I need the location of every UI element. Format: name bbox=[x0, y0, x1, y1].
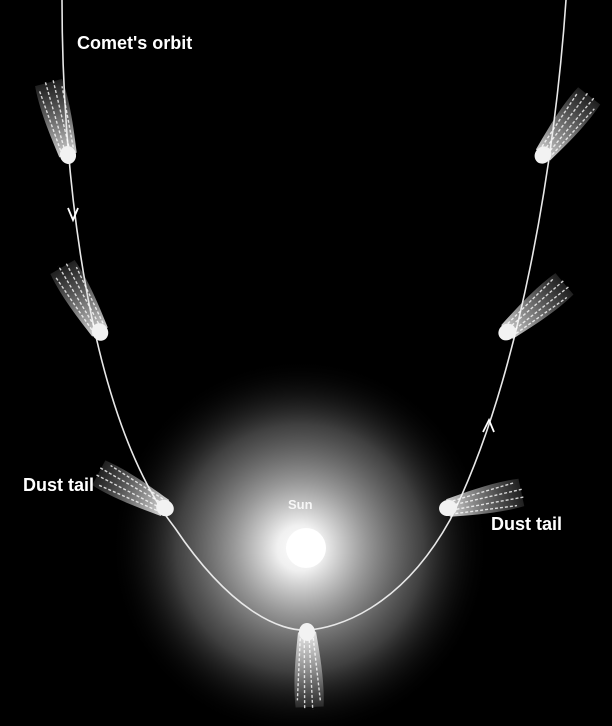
orbit-label: Comet's orbit bbox=[77, 33, 192, 54]
dust-tail-label-left: Dust tail bbox=[23, 475, 94, 496]
sun-core bbox=[286, 528, 326, 568]
sun-label: Sun bbox=[288, 497, 313, 512]
dust-tail-label-right: Dust tail bbox=[491, 514, 562, 535]
